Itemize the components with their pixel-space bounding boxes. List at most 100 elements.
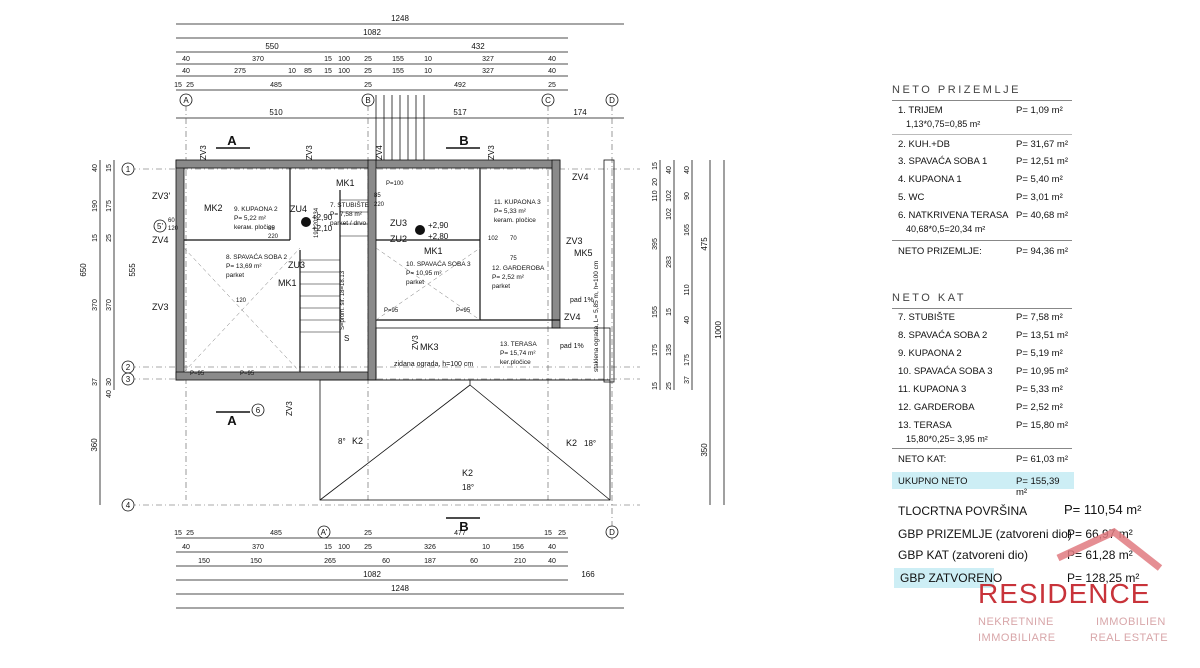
dim-right-175a: 175 [652,344,659,356]
note-staklena-ograda: staklena ograda, L= 5,85 m, h=100 cm [593,261,600,372]
tag-zu3-b: ZU3 [288,260,305,270]
tag-mk1-c: MK1 [424,246,443,256]
dim-top-492: 492 [454,82,466,89]
dim-top-510: 510 [269,108,283,117]
note-p95-a: P=95 [240,371,255,377]
tag-zv4-right-top: ZV4 [572,172,589,182]
dim-top-174: 174 [573,108,587,117]
dim-bot-15b: 15 [544,530,552,537]
dim-left-190: 190 [92,200,99,212]
note-p95-c: P=95 [456,308,471,314]
note-75: 75 [510,256,517,262]
dim-right-110a: 110 [652,190,659,201]
room-10-floor: parket [406,279,424,286]
dim-left-555: 555 [128,263,137,277]
dim-left-30: 30 [106,378,113,386]
dim-top-25e: 25 [548,82,556,89]
dim-bot-477: 477 [454,530,466,537]
tag-k2-b: K2 [462,468,473,478]
dim-top-370: 370 [252,56,264,63]
dim-top-100a: 100 [338,56,350,63]
roof-angle-b: 18° [462,483,474,492]
row-value: P= 1,09 m² [1016,105,1063,116]
dim-top-10a: 10 [424,56,432,63]
dim-right-15c: 15 [652,382,659,390]
section-b-bottom: B [459,519,468,534]
dim-top-100b: 100 [338,68,350,75]
dim-top-40a: 40 [182,56,190,63]
tag-zv3-top-b: ZV3 [305,145,314,160]
note-220a: 220 [374,202,385,208]
row-name: 8. SPAVAĆA SOBA 2 [898,330,988,341]
note-pad-b: pad 1% [560,343,584,350]
dim-bot-25b: 25 [364,530,372,537]
room-11-name: 11. KUPAONA 3 [494,199,541,206]
gbp-kat-value: P= 61,28 m² [1067,548,1133,562]
dim-top-25b: 25 [364,68,372,75]
summary-block: TLOCRTNA POVRŠINA P= 110,54 m² GBP PRIZE… [892,500,1182,595]
dim-left-15b: 15 [92,234,99,242]
tag-zv4-left: ZV4 [152,235,169,245]
prizemlje-row: 4. KUPAONA 1 P= 5,40 m² [892,174,1072,188]
row-name: 7. STUBIŠTE [898,312,956,323]
row-name: 4. KUPAONA 1 [898,174,962,185]
dim-bot-15c: 15 [324,544,332,551]
gbp-kat-label: GBP KAT (zatvoreni dio) [898,548,1029,562]
neto-prizemlje-header: NETO PRIZEMLJE [892,84,1021,96]
dim-top-25c: 25 [186,82,194,89]
dim-bot-1248: 1248 [391,584,409,593]
dim-top-485: 485 [270,82,282,89]
note-102: 102 [488,236,499,242]
dim-right-1000: 1000 [714,321,723,339]
tag-mk5: MK5 [574,248,593,258]
tag-mk2: MK2 [204,203,223,213]
dim-bot-10: 10 [482,544,490,551]
dim-bot-40c: 40 [548,558,556,565]
tag-zu3-a: ZU3 [390,218,407,228]
kat-sub-terasa: 15,80*0,25= 3,95 m² [906,434,988,444]
row-value: P= 10,95 m² [1016,366,1069,377]
dim-bot-485: 485 [270,530,282,537]
axis-label-5: 5' [157,222,163,231]
dim-top-10c: 10 [424,68,432,75]
total-label: NETO PRIZEMLJE: [898,246,982,257]
row-name: 9. KUPAONA 2 [898,348,962,359]
note-85a: 85 [374,193,381,199]
level-d: +2,80 [428,232,449,241]
roof-angle-c: 18° [584,439,596,448]
room-9-name: 9. KUPAONA 2 [234,206,278,213]
tag-zv3-right: ZV3 [566,236,583,246]
dim-right-20: 20 [652,178,659,186]
dim-bot-326: 326 [424,544,436,551]
tag-mk3: MK3 [420,342,439,352]
divider [892,100,1072,101]
dim-right-90: 90 [684,192,691,200]
axis-label-1: 1 [126,165,131,174]
dim-top-155a: 155 [392,56,404,63]
dim-top-155b: 155 [392,68,404,75]
level-b: +2,10 [312,224,333,233]
floor-plan-drawing: A B C D A' D 1 2 3 4 5' 6 A B A B 1248 1… [79,14,725,609]
dim-bot-156: 156 [512,544,524,551]
room-12-area: P= 2,52 m² [492,274,525,281]
room-9-area: P= 5,22 m² [234,215,267,222]
dim-bot-150b: 150 [250,558,262,565]
room-9-floor: kerам. pločice [234,224,275,231]
dim-bot-25a: 25 [186,530,194,537]
tag-zv4-right-bottom: ZV4 [564,312,581,322]
row-name: 12. GARDEROBA [898,402,975,413]
dim-bot-60a: 60 [382,558,390,565]
dim-right-165: 165 [684,224,691,236]
gbp-prizemlje-label: GBP PRIZEMLJE (zatvoreni dio) [898,527,1072,541]
dim-right-110b: 110 [684,284,691,295]
axis-label-c: C [545,96,551,105]
row-value: P= 5,40 m² [1016,174,1063,185]
